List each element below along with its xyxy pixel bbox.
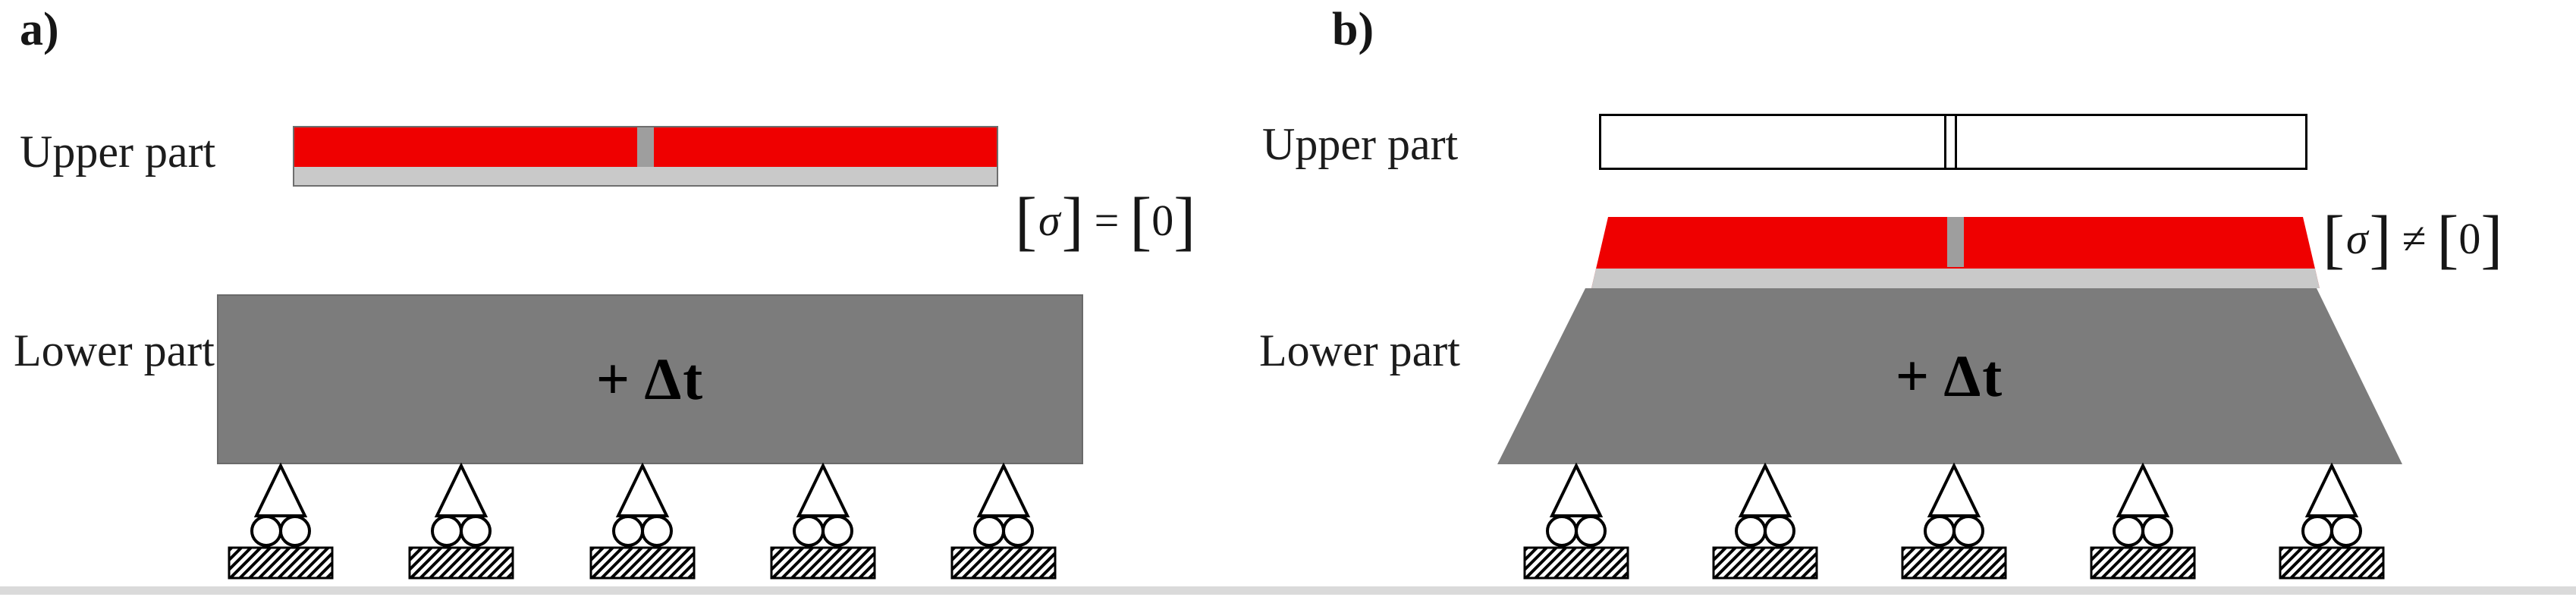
lower-body-b: + Δt [1497, 288, 2402, 464]
zero-value: 0 [2458, 214, 2481, 264]
panel-letter-a: a) [20, 4, 59, 55]
lower-part-label-b: Lower part [1259, 325, 1460, 375]
relation-sign: ≠ [2402, 214, 2427, 264]
lower-body-a: + Δt [217, 294, 1083, 464]
stress-equation-a: [ σ ] = [ 0 ] [1015, 184, 1196, 257]
upper-part-label-a: Upper part [20, 127, 216, 177]
roller-support [1712, 464, 1818, 580]
stress-equation-b: [ σ ] ≠ [ 0 ] [2323, 202, 2503, 275]
figure-bottom-edge [0, 586, 2576, 595]
interlayer-strip-b [1591, 269, 2320, 288]
close-bracket: ] [1173, 184, 1196, 257]
interlayer-strip-a [294, 167, 997, 185]
delta-t-label-a: + Δt [595, 346, 705, 412]
open-bracket: [ [2436, 202, 2459, 275]
zero-value: 0 [1151, 196, 1174, 246]
center-split-line [1955, 116, 1957, 168]
roller-support [1901, 464, 2007, 580]
open-bracket: [ [1129, 184, 1152, 257]
sigma-symbol: σ [1038, 196, 1060, 246]
sigma-symbol: σ [2345, 214, 2368, 264]
roller-support [1523, 464, 1629, 580]
open-bracket: [ [1015, 184, 1037, 257]
close-bracket: ] [2369, 202, 2392, 275]
reference-outline-bar-b [1599, 114, 2307, 170]
center-notch-b [1947, 217, 1964, 267]
open-bracket: [ [2323, 202, 2345, 275]
center-notch-a [637, 127, 654, 167]
lower-part-label-a: Lower part [14, 325, 215, 375]
upper-composite-bar-b [1591, 217, 2320, 288]
relation-sign: = [1094, 196, 1120, 246]
panel-letter-b: b) [1332, 4, 1374, 55]
delta-t-label-b: + Δt [1895, 343, 2004, 409]
close-bracket: ] [1061, 184, 1084, 257]
center-split-line [1944, 116, 1946, 168]
close-bracket: ] [2480, 202, 2503, 275]
upper-part-label-b: Upper part [1262, 119, 1459, 169]
roller-support [2090, 464, 2196, 580]
roller-support [2279, 464, 2385, 580]
upper-composite-bar-a [293, 126, 998, 187]
